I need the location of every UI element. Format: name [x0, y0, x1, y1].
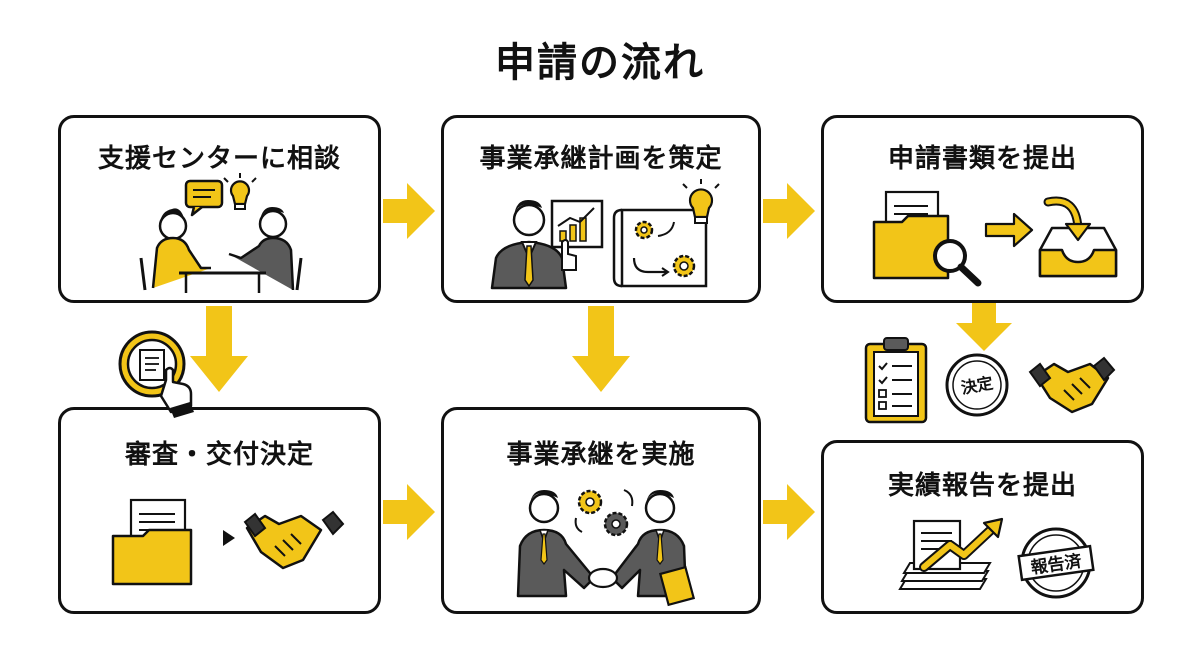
decision-stamp-icon: 決定	[945, 353, 1009, 417]
step-implement-box: 事業承継を実施	[441, 407, 761, 614]
planning-icon	[490, 179, 720, 290]
step-report-label: 実績報告を提出	[887, 471, 1077, 501]
arrow-right-2	[763, 183, 815, 239]
page-title: 申請の流れ	[495, 40, 705, 86]
step-review-label: 審査・交付決定	[124, 440, 314, 470]
step-plan-label: 事業承継計画を策定	[479, 144, 723, 174]
arrow-right-1	[383, 183, 435, 239]
arrow-down-3	[956, 303, 1012, 351]
handshake-icon	[1028, 356, 1116, 414]
consultation-icon	[139, 173, 303, 293]
arrow-down-2	[572, 306, 630, 392]
step-implement-label: 事業承継を実施	[506, 440, 696, 470]
step-submit-label: 申請書類を提出	[887, 144, 1077, 174]
arrow-down-1	[190, 306, 248, 392]
step-submit-box: 申請書類を提出	[821, 115, 1144, 303]
document-review-magnifier-icon	[118, 330, 194, 418]
report-submission-icon: 報告済	[898, 517, 1095, 599]
step-consult-label: 支援センターに相談	[97, 144, 341, 174]
submit-documents-icon	[872, 190, 1118, 287]
step-report-box: 実績報告を提出 報告済	[821, 440, 1144, 614]
checklist-clipboard-icon	[864, 337, 928, 424]
step-plan-box: 事業承継計画を策定	[441, 115, 761, 303]
implementation-icon	[516, 489, 696, 607]
step-consult-box: 支援センターに相談	[58, 115, 381, 303]
review-approval-icon	[111, 498, 345, 586]
arrow-right-3	[383, 484, 435, 540]
step-review-box: 審査・交付決定	[58, 407, 381, 614]
arrow-right-4	[763, 484, 815, 540]
